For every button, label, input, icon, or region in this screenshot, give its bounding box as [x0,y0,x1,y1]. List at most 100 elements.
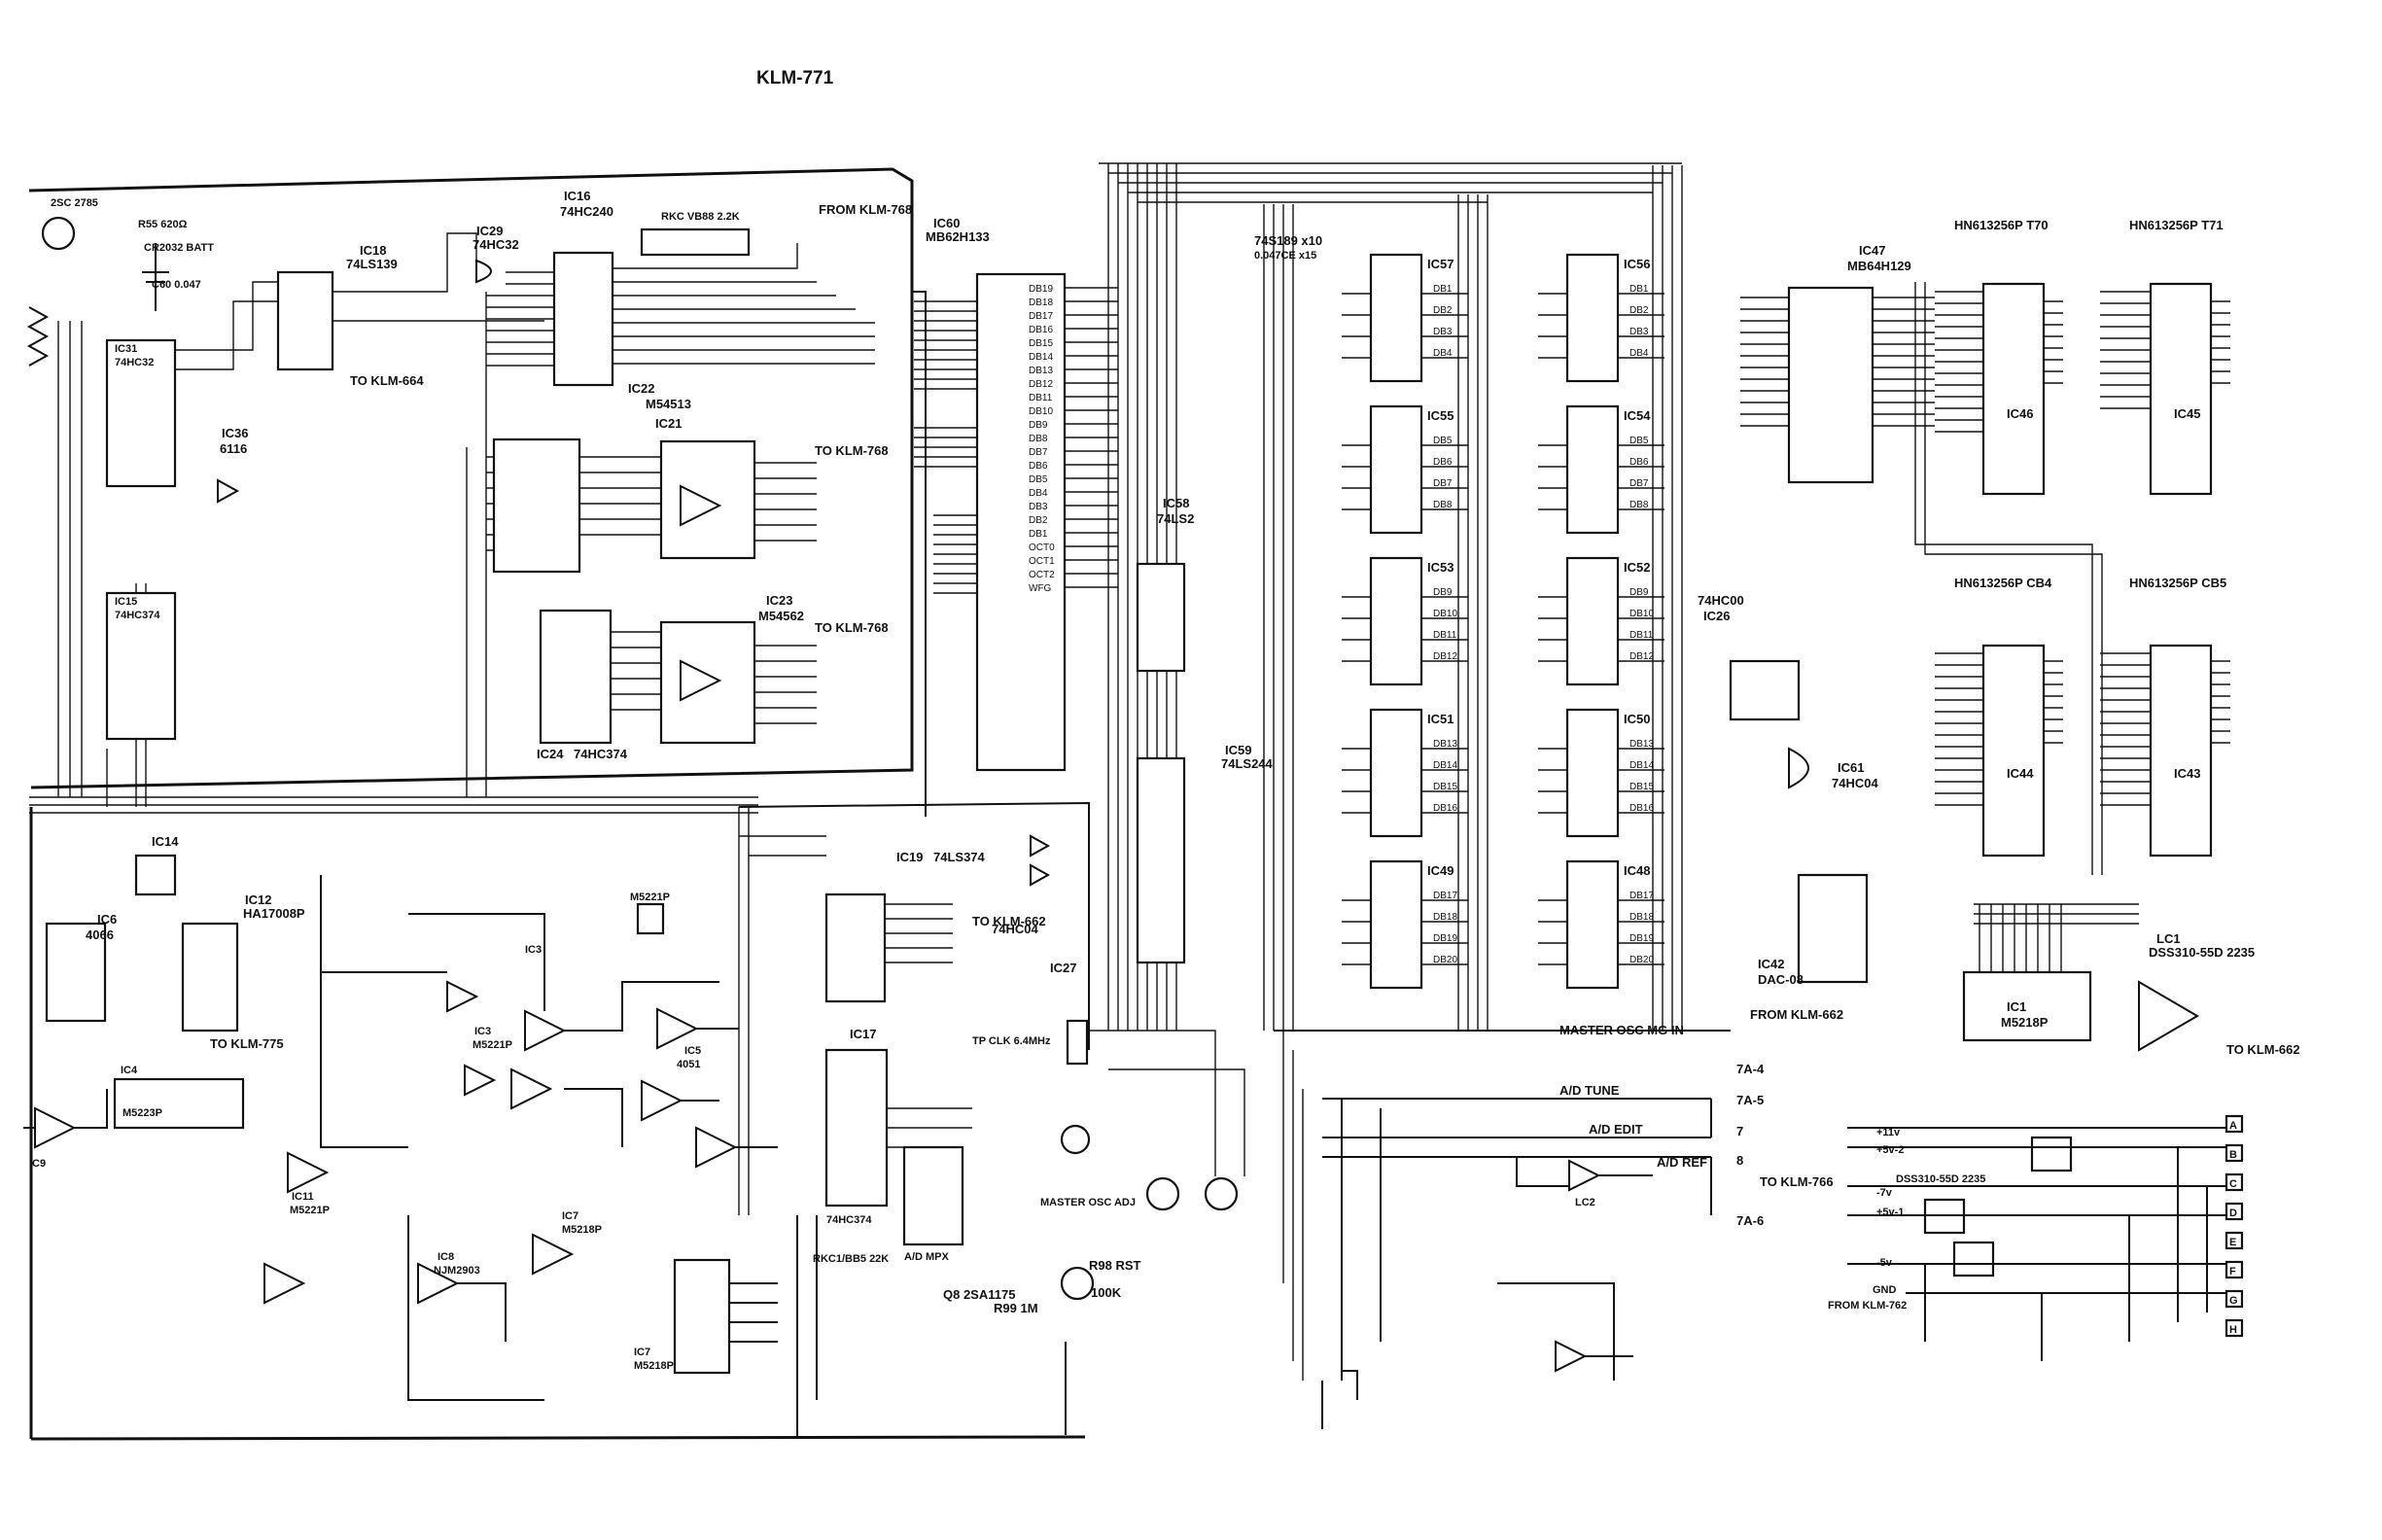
cpu-pin-label: DB14 [1029,352,1053,363]
cpu-pin-label: DB8 [1029,434,1048,444]
ic23-driver: IC23 M54562 [659,593,804,745]
cpu-pin-label: DB4 [1029,488,1048,499]
svg-text:R98 RST: R98 RST [1089,1258,1141,1273]
svg-text:IC7: IC7 [634,1347,650,1358]
mid-wires [738,807,1304,1381]
lc2-regulator [1952,1241,1995,1278]
port-connector: A [2224,1114,2244,1134]
ic58-gate: IC58 74LS2 [1136,496,1194,673]
ic22-driver: IC22 M54513 IC21 [628,381,756,560]
cpu-pin-label: WFG [1029,583,1052,594]
ic43-rom: HN613256P CB5 IC43 [2129,576,2226,858]
ram-output-label: DB18 [1629,912,1654,923]
ram-output-label: DB13 [1433,739,1457,750]
svg-text:74HC04: 74HC04 [992,922,1038,936]
ic45-rom: HN613256P T71 IC45 [2129,218,2224,496]
cpu-bus-frame [738,291,1090,1050]
cpu-pin-label: OCT2 [1029,570,1055,580]
ram-output-label: DB6 [1433,457,1453,468]
svg-text:IC36: IC36 [222,426,248,440]
svg-text:DSS310-55D 2235: DSS310-55D 2235 [1896,1173,1985,1185]
cpu-pin-label: DB9 [1029,420,1048,431]
ic14-latch: IC12 HA17008P [181,892,305,1032]
cpu-pin-label: DB11 [1029,393,1053,403]
svg-text:IC44: IC44 [2007,766,2034,781]
svg-text:IC3: IC3 [525,944,542,956]
ic19-latch: IC6 4066 [45,912,117,1023]
ram-output-label: DB11 [1433,630,1457,641]
svg-text:M5221P: M5221P [290,1205,330,1216]
port-connector: F [2224,1260,2244,1279]
ram-chip-ref: IC48 [1624,863,1650,878]
ram-chip-ref: IC49 [1427,863,1454,878]
ad-ref-label: A/D REF [1657,1155,1707,1170]
svg-text:7A-6: 7A-6 [1736,1213,1764,1228]
ic36-sram: IC31 74HC32 [105,338,177,488]
svg-text:M5218P: M5218P [634,1360,674,1372]
ic41-opamp: LC1 DSS310-55D 2235 [2138,931,2255,1052]
svg-text:7A-4: 7A-4 [1736,1062,1765,1076]
ram-output-label: DB7 [1629,478,1649,489]
ram-output-label: DB1 [1629,284,1649,295]
svg-text:7A-5: 7A-5 [1736,1093,1764,1107]
svg-text:A/D MPX: A/D MPX [904,1251,950,1263]
to-klm664-label: TO KLM-664 [350,373,424,388]
svg-text:IC9: IC9 [29,1158,46,1170]
lc3-regulator [2030,1136,2073,1172]
ram-output-label: DB4 [1629,348,1649,359]
ram-part-label: 74S189 x10 [1254,233,1322,248]
svg-text:74LS244: 74LS244 [1221,756,1274,771]
ic42-dac: IC1 M5218P [1962,970,2092,1042]
ram-output-label: DB5 [1629,436,1649,446]
svg-text:+5v-1: +5v-1 [1876,1207,1904,1218]
ic59-buffer: IC59 74LS244 [1136,743,1274,964]
cpu-pin-label: OCT1 [1029,556,1055,567]
svg-text:M54513: M54513 [646,397,691,411]
ic18-decoder: IC18 74LS139 [276,243,398,371]
dac-bus [1974,903,2139,972]
svg-text:H: H [2229,1324,2237,1336]
ram-note-label: 0.047CE x15 [1254,250,1316,262]
ram-output-label: DB18 [1433,912,1457,923]
ram-output-label: DB3 [1433,327,1453,337]
port-connector: G [2224,1289,2244,1309]
svg-text:2SC 2785: 2SC 2785 [51,197,98,209]
svg-text:100K: 100K [1091,1285,1122,1300]
svg-text:IC27: IC27 [1050,961,1076,975]
svg-text:LC1: LC1 [2156,931,2181,946]
battery-circuit: 2SC 2785 R55 620Ω CR2032 BATT C60 0.047 [41,197,214,311]
svg-text:74HC04: 74HC04 [1832,776,1878,790]
svg-text:R55 620Ω: R55 620Ω [138,219,188,230]
ram-chip-ref: IC51 [1427,712,1454,726]
ram-output-label: DB8 [1629,500,1649,510]
transistors-q6-q7: MASTER OSC ADJ [1040,1176,1239,1211]
upper-left-wires [57,232,875,797]
cpu-pin-label: DB5 [1029,474,1048,485]
ram-output-label: DB9 [1629,587,1649,598]
port-connector: E [2224,1231,2244,1250]
to-klm766-label: TO KLM-766 [1760,1174,1834,1189]
ic44-rom: HN613256P CB4 IC44 [1954,576,2052,858]
ram-output-label: DB6 [1629,457,1649,468]
cpu-pin-label: OCT0 [1029,542,1055,553]
svg-text:IC24: IC24 [537,747,564,761]
ra2-resistor-array: RKC VB88 2.2K [640,211,751,257]
trimmer-vr2 [1060,1124,1091,1155]
svg-text:LC2: LC2 [1575,1197,1595,1208]
svg-text:IC43: IC43 [2174,766,2200,781]
ram-output-label: DB9 [1433,587,1453,598]
svg-text:MASTER OSC ADJ: MASTER OSC ADJ [1040,1197,1136,1208]
svg-text:DSS310-55D 2235: DSS310-55D 2235 [2149,945,2255,960]
ram-output-label: DB19 [1629,933,1654,944]
ram-output-label: DB5 [1433,436,1453,446]
svg-text:IC17: IC17 [850,1027,876,1041]
svg-text:HN613256P CB4: HN613256P CB4 [1954,576,2052,590]
svg-text:7: 7 [1736,1124,1743,1138]
ram-chip-ref: IC55 [1427,408,1454,423]
svg-text:CR2032 BATT: CR2032 BATT [144,242,214,254]
